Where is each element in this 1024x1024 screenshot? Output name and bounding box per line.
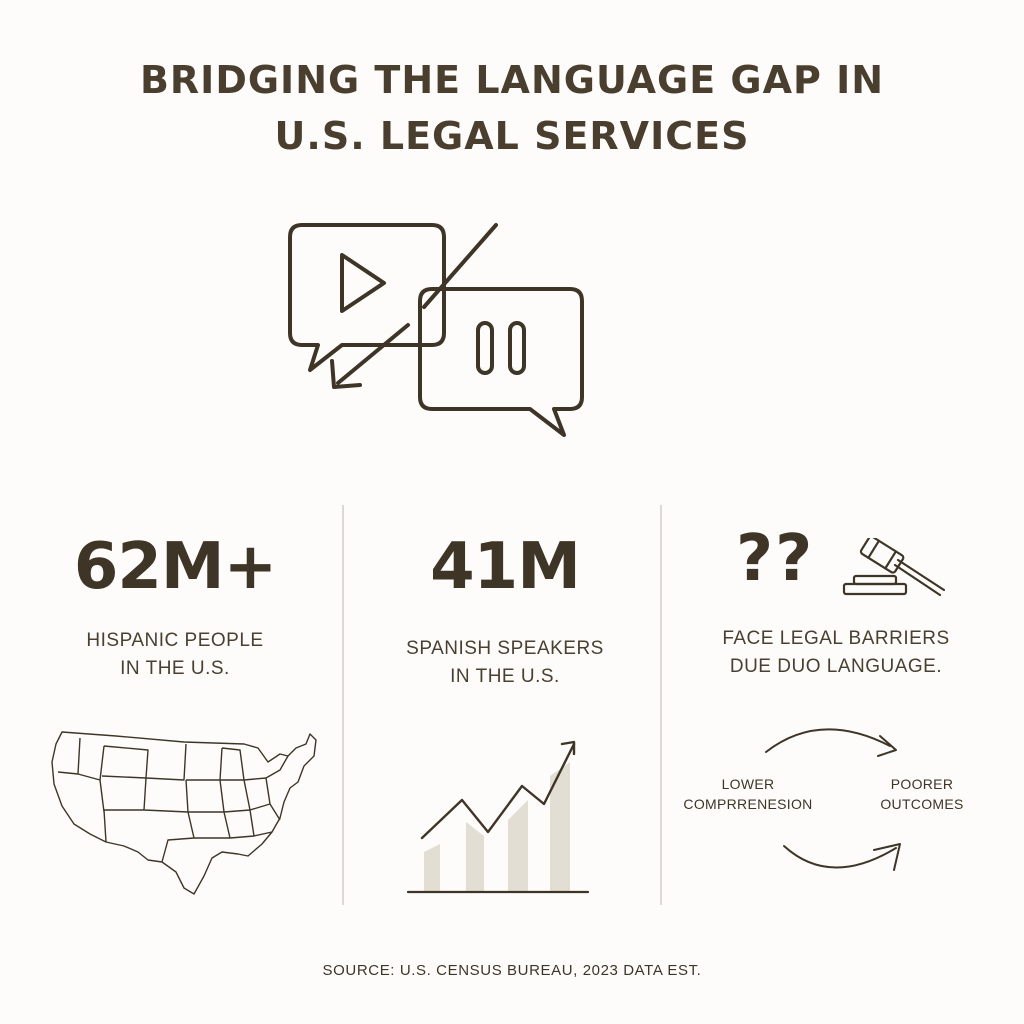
cycle-label-left-line1: LOWER <box>721 776 775 792</box>
stat-spanish-value: 41M <box>430 530 581 604</box>
cycle-arrows-icon <box>765 728 901 871</box>
stat-barrier-caption: FACE LEGAL BARRIERS DUE DUO LANGUAGE. <box>688 625 984 681</box>
growth-bar-3 <box>508 800 528 892</box>
us-map-state-lines <box>57 737 289 863</box>
us-map-outline <box>51 731 317 895</box>
translation-slash-upper <box>422 223 498 309</box>
stat-spanish-caption-line1: SPANISH SPEAKERS <box>406 638 604 659</box>
gavel-head <box>859 538 905 574</box>
cycle-label-left: LOWER COMPRRENESION <box>678 774 818 814</box>
stat-barrier-caption-line1: FACE LEGAL BARRIERS <box>722 628 950 649</box>
pause-bar-left <box>476 321 494 375</box>
gavel-head-band-2 <box>884 550 897 570</box>
translation-arrow-head <box>330 359 362 389</box>
growth-bar-2 <box>466 822 484 892</box>
gavel-block <box>852 574 898 586</box>
translation-slash-lower <box>336 323 410 385</box>
stat-spanish-caption-line2: IN THE U.S. <box>450 666 560 687</box>
stat-spanish-caption: SPANISH SPEAKERS IN THE U.S. <box>370 635 640 691</box>
gavel-icon <box>842 538 946 597</box>
growth-bar-1 <box>424 844 440 892</box>
gavel-handle <box>896 558 946 592</box>
cycle-label-right: POORER OUTCOMES <box>872 774 972 814</box>
gavel-base <box>842 582 908 596</box>
translation-chat-bubbles-icon <box>288 223 584 437</box>
stat-hispanic-value: 62M+ <box>73 530 277 604</box>
play-triangle <box>340 253 386 313</box>
stat-barrier-caption-line2: DUE DUO LANGUAGE. <box>729 656 943 677</box>
cycle-label-left-line2: COMPRRENESION <box>683 796 813 812</box>
left-chat-bubble <box>288 223 446 372</box>
stat-hispanic-caption-line1: HISPANIC PEOPLE <box>86 630 264 651</box>
stat-hispanic-caption: HISPANIC PEOPLE IN THE U.S. <box>40 627 310 683</box>
cycle-label-right-line1: POORER <box>890 776 954 792</box>
source-note: SOURCE: U.S. CENSUS BUREAU, 2023 DATA ES… <box>322 962 702 979</box>
pause-bar-right <box>508 321 526 375</box>
cycle-arrow-top <box>765 728 891 753</box>
growth-trend-line <box>420 742 576 840</box>
column-divider-2 <box>660 505 662 905</box>
growth-trend-arrow-head <box>560 740 576 756</box>
column-divider-1 <box>342 505 344 905</box>
cycle-arrow-top-head <box>877 735 897 757</box>
title-line-2: U.S. LEGAL SERVICES <box>274 114 750 158</box>
cycle-arrow-bottom <box>783 845 897 869</box>
cycle-arrow-bottom-head <box>873 843 901 871</box>
gavel-handle-inner <box>893 563 942 597</box>
growth-chart-icon <box>406 740 590 894</box>
cycle-label-right-line2: OUTCOMES <box>880 796 964 812</box>
stat-hispanic-caption-line2: IN THE U.S. <box>120 658 230 679</box>
barrier-question-marks: ?? <box>736 522 815 596</box>
right-chat-bubble <box>418 287 584 437</box>
us-map-icon <box>51 731 317 895</box>
title-line-1: BRIDGING THE LANGUAGE GAP IN <box>139 58 885 102</box>
gavel-head-band <box>867 539 881 559</box>
growth-bar-4 <box>550 762 570 892</box>
